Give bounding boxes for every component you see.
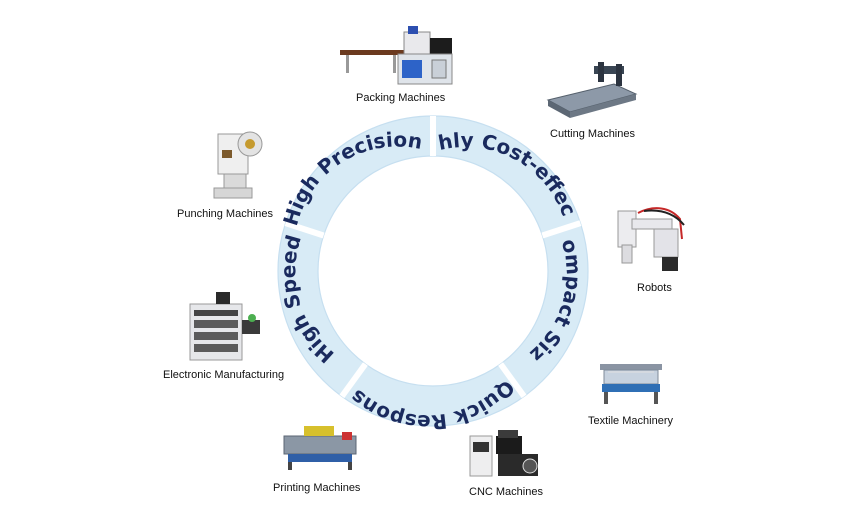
machine-textile: Textile Machinery	[584, 360, 684, 432]
ring-band	[278, 116, 588, 426]
printing-machine-icon	[283, 426, 357, 470]
machine-label: Robots	[637, 282, 672, 294]
packing-machine-icon	[340, 26, 453, 85]
machine-label: CNC Machines	[469, 486, 543, 498]
machine-packing: Packing Machines	[338, 22, 468, 107]
machine-label: Packing Machines	[356, 92, 446, 104]
machine-cutting: Cutting Machines	[540, 62, 650, 144]
machine-label: Printing Machines	[273, 482, 361, 494]
knitting-machine-icon	[600, 364, 662, 404]
machine-electronic: Electronic Manufacturing	[160, 290, 290, 384]
machine-cnc: CNC Machines	[464, 430, 554, 504]
electronic-assembly-icon	[189, 292, 260, 361]
punch-press-icon	[213, 131, 263, 199]
ring-inner-edge	[317, 155, 549, 387]
machine-label: Punching Machines	[177, 208, 274, 220]
ring-label-cost-effective: Highly Cost-effective	[0, 0, 581, 219]
machine-printing: Printing Machines	[270, 420, 370, 496]
machine-punching: Punching Machines	[170, 126, 280, 222]
machine-label: Cutting Machines	[550, 128, 635, 140]
machine-label: Electronic Manufacturing	[163, 369, 285, 381]
machine-label: Textile Machinery	[588, 415, 673, 427]
robot-arm-icon	[617, 207, 685, 271]
ring-dividers	[284, 116, 582, 399]
cnc-router-icon	[546, 62, 638, 118]
machine-robots: Robots	[608, 205, 698, 297]
cnc-machine-icon	[469, 430, 538, 477]
